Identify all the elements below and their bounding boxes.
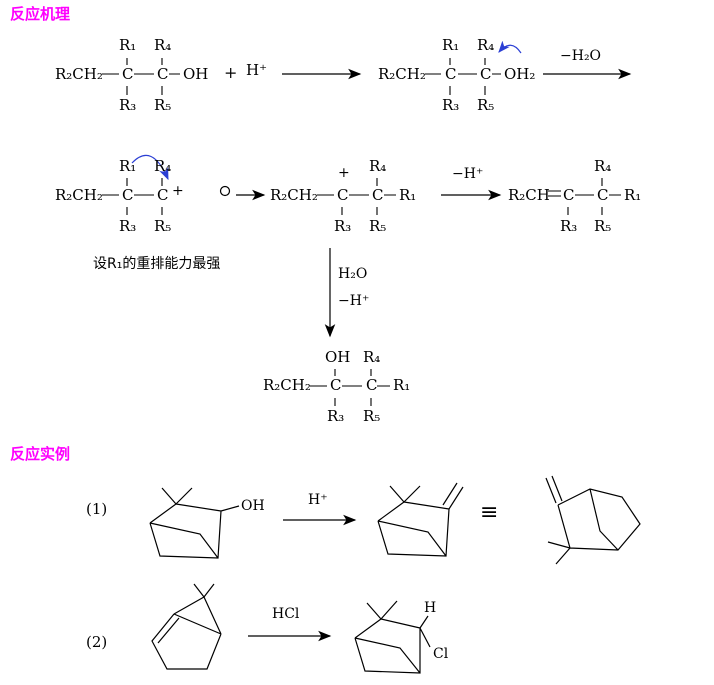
curved-arrow-water-leaving	[498, 40, 522, 54]
example1-number: (1)	[86, 500, 108, 518]
s2-c1-label: C	[445, 65, 457, 83]
s5-chain-label: R₂CH	[508, 186, 550, 204]
s5-r5-label: R₅	[594, 217, 612, 235]
s4-plus-charge: +	[338, 165, 350, 181]
example2-number: (2)	[86, 633, 108, 651]
s3-r3-label: R₃	[119, 217, 137, 235]
s5-r1-label: R₁	[624, 186, 642, 204]
plus-sign: +	[224, 63, 238, 82]
ex2-product-structure	[354, 600, 431, 674]
s3-r4-label: R₄	[154, 157, 172, 175]
examples-header: 反应实例	[10, 445, 71, 463]
s6-chain-label: R₂CH₂	[263, 376, 311, 394]
s2-r5-label: R₅	[477, 96, 495, 114]
s2-r4-label: R₄	[477, 36, 495, 54]
s5-c1-label: C	[563, 186, 575, 204]
s4-r3-label: R₃	[334, 217, 352, 235]
example2-arrow-label: HCl	[272, 606, 300, 622]
example1-oh-label: OH	[241, 498, 265, 514]
example1-arrow-label: H⁺	[308, 492, 328, 508]
s4-c2-label: C	[372, 186, 384, 204]
s4-r4-label: R₄	[369, 157, 387, 175]
deprotonation-arrow-label: −H⁺	[452, 166, 484, 182]
s3-r5-label: R₅	[154, 217, 172, 235]
example2-cl-label: Cl	[433, 646, 449, 662]
s6-r4-label: R₄	[363, 348, 381, 366]
structure2-bonds	[425, 58, 501, 95]
hydration-label: H₂O	[338, 266, 368, 282]
s2-r1-label: R₁	[442, 36, 460, 54]
s5-r3-label: R₃	[560, 217, 578, 235]
s6-c1-label: C	[330, 376, 342, 394]
s1-c1-label: C	[122, 65, 134, 83]
s6-r3-label: R₃	[327, 407, 345, 425]
equivalence-sign: ≡	[480, 500, 499, 525]
migration-note: 设R₁的重排能力最强	[93, 256, 221, 272]
s1-r1-label: R₁	[119, 36, 137, 54]
s4-r5-label: R₅	[369, 217, 387, 235]
s1-chain-label: R₂CH₂	[55, 65, 103, 83]
s3-c2-label: C	[157, 186, 169, 204]
ex2-reactant-structure	[151, 583, 222, 670]
cation2-bonds	[317, 178, 396, 215]
structure1-bonds	[102, 58, 180, 95]
alcohol-product-bonds	[310, 369, 390, 406]
ex1-product-structure	[377, 482, 464, 557]
s6-r5-label: R₅	[363, 407, 381, 425]
s2-c2-label: C	[480, 65, 492, 83]
cation1-bonds	[102, 178, 163, 215]
mechanism-header: 反应机理	[10, 5, 71, 23]
s4-chain-label: R₂CH₂	[270, 186, 318, 204]
s1-r5-label: R₅	[154, 96, 172, 114]
s4-r1-label: R₁	[399, 186, 417, 204]
dehydration-arrow-label: −H₂O	[560, 48, 602, 64]
deprotonation2-label: −H⁺	[338, 293, 370, 309]
s3-plus-charge: +	[172, 183, 184, 199]
ex1-reactant-structure	[149, 487, 240, 559]
s3-c1-label: C	[122, 186, 134, 204]
s2-chain-label: R₂CH₂	[378, 65, 426, 83]
s6-c2-label: C	[366, 376, 378, 394]
s6-oh-label: OH	[325, 348, 351, 366]
ex1-product-alt-structure	[545, 475, 641, 565]
curved-arrow-r1-migration	[131, 154, 169, 181]
s5-r4-label: R₄	[594, 157, 612, 175]
s1-r4-label: R₄	[154, 36, 172, 54]
s1-r3-label: R₃	[119, 96, 137, 114]
proton-label: H⁺	[246, 61, 267, 79]
s3-r1-label: R₁	[119, 157, 137, 175]
s1-c2-label: C	[157, 65, 169, 83]
s4-c1-label: C	[337, 186, 349, 204]
s2-r3-label: R₃	[442, 96, 460, 114]
s2-oh2-label: OH₂	[504, 65, 536, 83]
alkene-bonds	[548, 178, 621, 215]
s6-r1-label: R₁	[393, 376, 411, 394]
example2-h-label: H	[424, 600, 437, 616]
s5-c2-label: C	[597, 186, 609, 204]
s1-oh-label: OH	[183, 65, 209, 83]
s3-chain-label: R₂CH₂	[55, 186, 103, 204]
rearrangement-circle	[219, 185, 231, 197]
